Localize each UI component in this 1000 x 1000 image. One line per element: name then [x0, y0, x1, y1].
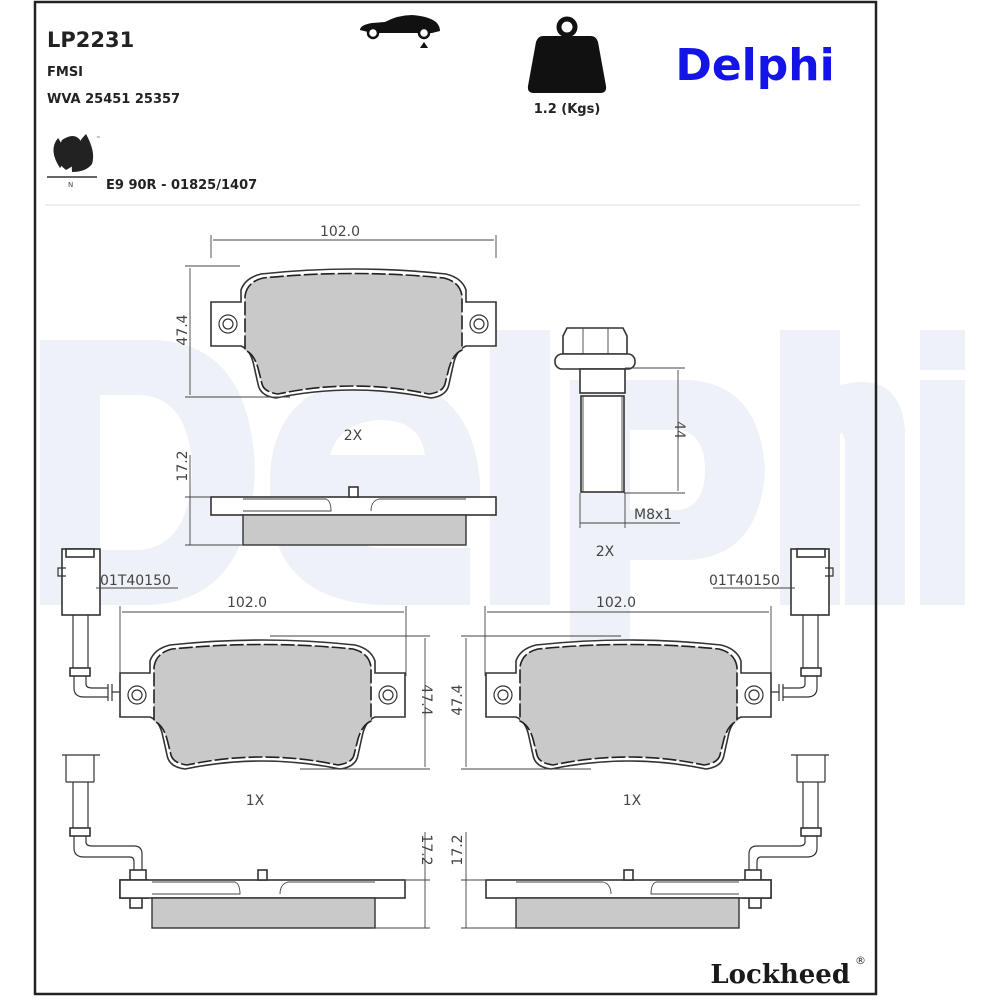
fmsi-label: FMSI: [47, 65, 83, 80]
eco-label: N: [68, 181, 73, 189]
right-sensor-code: 01T40150: [709, 573, 780, 589]
left-pad-width: 102.0: [227, 595, 267, 611]
eco-leaf-icon: N ™: [47, 134, 101, 189]
weight-value: 1.2 (Kgs): [534, 102, 601, 117]
left-pad-height: 47.4: [418, 684, 434, 715]
approval-number: E9 90R - 01825/1407: [106, 178, 257, 193]
wva-numbers: WVA 25451 25357: [47, 92, 180, 107]
drawing-frame: [33, 0, 878, 996]
right-pad-drawing: 01T40150 102.0 47.4 1X 17.2: [450, 548, 834, 929]
left-sensor-code: 01T40150: [100, 573, 171, 589]
bolt-thread: M8x1: [634, 507, 672, 523]
top-pad-drawing: 102.0 47.4 2X 17.2: [175, 224, 497, 546]
delphi-logo: Delphi: [675, 40, 834, 91]
left-pad-qty: 1X: [246, 793, 265, 809]
eco-trademark: ™: [96, 136, 101, 142]
bolt-drawing: 44 M8x1 2X: [554, 327, 687, 560]
bolt-length: 44: [671, 421, 687, 439]
top-pad-width: 102.0: [320, 224, 360, 240]
top-pad-qty: 2X: [344, 428, 363, 444]
right-pad-thickness: 17.2: [450, 834, 466, 865]
right-pad-height: 47.4: [450, 684, 466, 715]
left-pad-thickness: 17.2: [418, 834, 434, 865]
top-pad-thickness: 17.2: [175, 450, 191, 481]
right-pad-qty: 1X: [623, 793, 642, 809]
lockheed-logo: Lockheed: [710, 960, 850, 990]
part-number: LP2231: [47, 28, 134, 52]
top-pad-height: 47.4: [175, 314, 191, 345]
weight-icon: [527, 16, 607, 93]
car-axle-icon: [360, 15, 440, 48]
left-pad-drawing: 01T40150 102.0 47.4 1X 17.2: [57, 548, 434, 929]
bolt-qty: 2X: [596, 544, 615, 560]
right-pad-width: 102.0: [596, 595, 636, 611]
registered-mark: ®: [855, 954, 866, 967]
